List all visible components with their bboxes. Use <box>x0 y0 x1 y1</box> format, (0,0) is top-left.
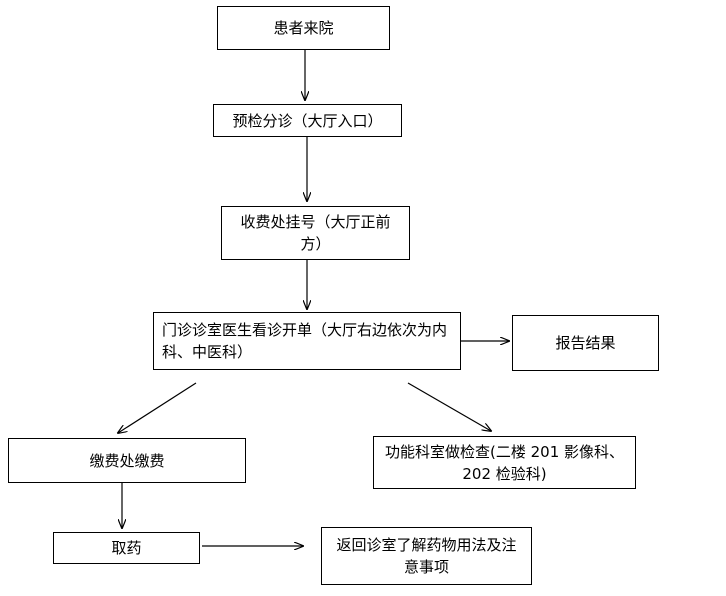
node-payment: 缴费处缴费 <box>8 438 246 483</box>
node-patient-arrival: 患者来院 <box>217 6 390 50</box>
node-function-exam: 功能科室做检查(二楼 201 影像科、202 检验科) <box>373 436 636 489</box>
arrow-outpatient-to-exam <box>407 382 491 431</box>
node-label: 返回诊室了解药物用法及注意事项 <box>336 536 517 576</box>
node-triage: 预检分诊（大厅入口） <box>213 104 402 137</box>
node-label: 缴费处缴费 <box>89 451 165 470</box>
node-label: 收费处挂号（大厅正前方） <box>240 213 391 253</box>
node-label: 功能科室做检查(二楼 201 影像科、202 检验科) <box>384 442 625 483</box>
node-pick-up-medicine: 取药 <box>53 532 200 564</box>
node-label: 患者来院 <box>273 19 334 37</box>
arrow-outpatient-to-pay <box>118 382 197 433</box>
node-label: 预检分诊（大厅入口） <box>232 111 383 130</box>
node-label: 报告结果 <box>555 334 616 352</box>
node-label: 门诊诊室医生看诊开单（大厅右边依次为内科、中医科） <box>162 321 448 361</box>
node-outpatient-consultation: 门诊诊室医生看诊开单（大厅右边依次为内科、中医科） <box>153 312 461 370</box>
node-report-results: 报告结果 <box>512 315 659 371</box>
node-return-to-clinic: 返回诊室了解药物用法及注意事项 <box>321 527 532 585</box>
node-registration: 收费处挂号（大厅正前方） <box>221 206 410 260</box>
node-label: 取药 <box>111 539 142 557</box>
